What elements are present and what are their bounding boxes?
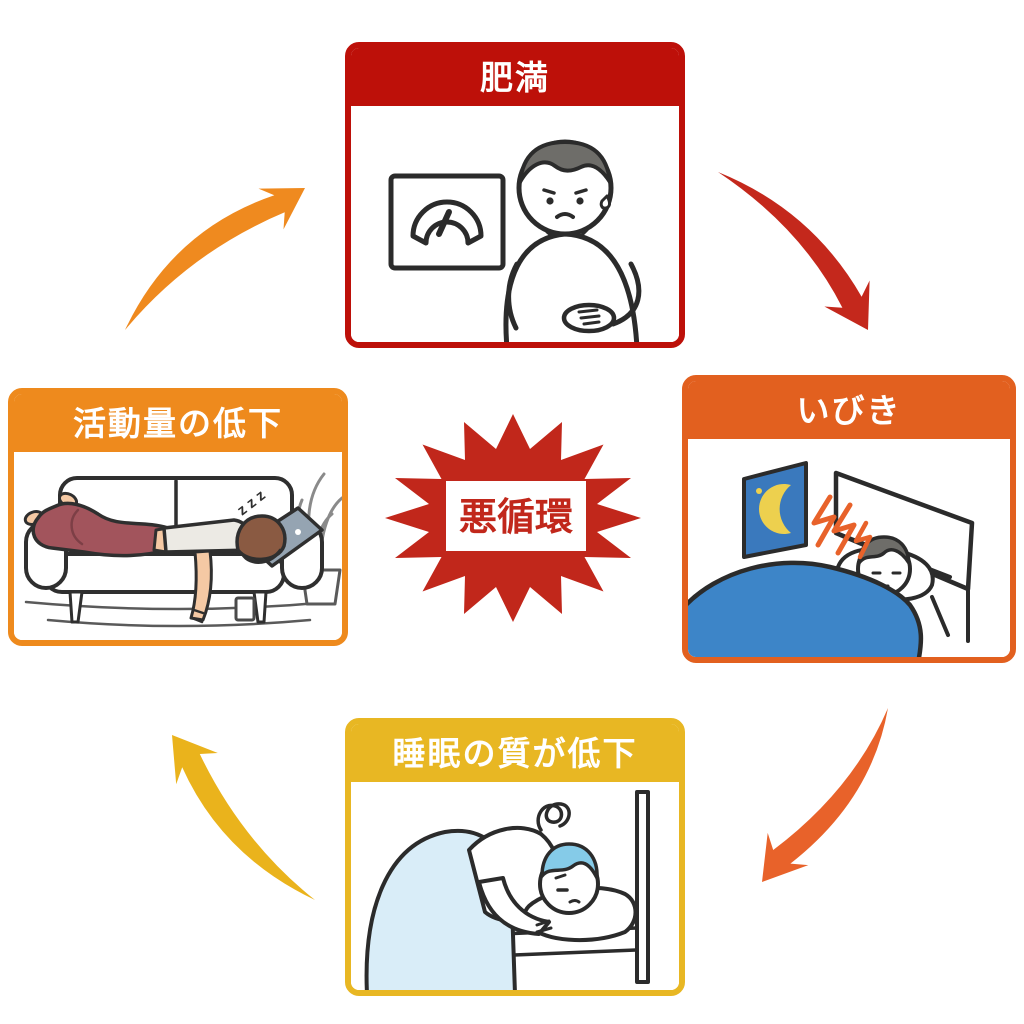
node-obesity-label: 肥満 [480,58,550,96]
arrow-obesity-to-snoring [718,172,870,330]
node-snoring-label: いびき [796,391,902,429]
center-label-plate [446,481,586,551]
node-snoring: いびき [682,375,1016,663]
node-poor-sleep-label: 睡眠の質が低下 [392,734,638,772]
node-obesity-body [351,106,679,342]
node-low-activity-label: 活動量の低下 [73,404,283,442]
node-snoring-body [688,439,1010,657]
trouble-squiggle-icon [536,802,571,832]
node-obesity-header: 肥満 [351,48,679,106]
floor-line [24,600,332,611]
node-low-activity: 活動量の低下 [8,388,348,646]
node-poor-sleep-header: 睡眠の質が低下 [351,724,679,782]
overweight-person-icon [503,139,642,342]
weight-scale-icon [388,173,506,271]
node-snoring-header: いびき [688,381,1010,439]
worried-overweight-person-with-weight-scale-icon [388,139,642,342]
vicious-cycle-starburst: 悪循環 [385,414,641,622]
node-poor-sleep-body [351,782,679,990]
idle-person-icon [23,491,253,624]
arrow-low-activity-to-obesity [125,188,305,330]
person-snoring-in-bed-icon [688,461,975,657]
cup-icon [234,596,256,622]
person-sleeping-restlessly-icon [364,790,650,990]
restless-person-icon [467,826,638,942]
blue-blanket [688,560,924,657]
crescent-moon-icon [759,484,791,534]
arrow-poor-sleep-to-low-activity [172,735,315,900]
node-low-activity-body: z z z [14,452,342,640]
arrow-snoring-to-poor-sleep [762,708,888,882]
node-low-activity-header: 活動量の低下 [14,394,342,452]
node-poor-sleep: 睡眠の質が低下 [345,718,685,996]
person-lying-on-sofa-icon: z z z [23,472,342,628]
node-obesity: 肥満 [345,42,685,348]
night-window-icon [742,461,808,559]
snore-zigzag-icon [811,494,873,560]
face-down-head-icon [235,514,287,564]
center-label: 悪循環 [459,497,573,539]
